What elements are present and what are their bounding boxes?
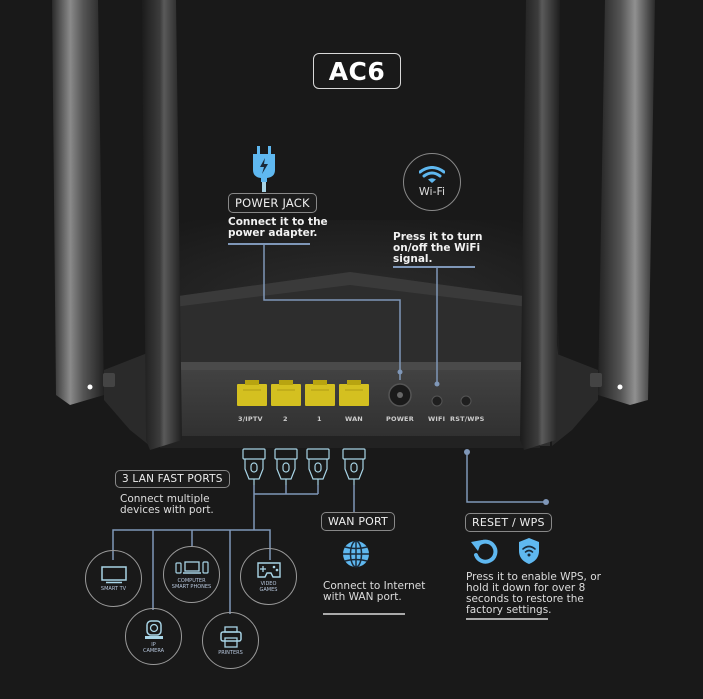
power-jack-underline (228, 243, 310, 245)
reset-wps-underline (466, 618, 548, 620)
port-label-2: 2 (283, 415, 288, 423)
reset-wps-tag: RESET / WPS (465, 513, 552, 532)
wan-description: Connect to Internet with WAN port. (323, 581, 425, 603)
wifi-desc-line2: on/off the WiFi (393, 242, 481, 254)
device-smart-tv: SMART TV (85, 550, 142, 607)
wan-underline (323, 613, 405, 615)
reset-wps-description: Press it to enable WPS, or hold it down … (466, 572, 601, 616)
port-label-rst-wps: RST/WPS (450, 415, 485, 423)
power-jack-description: Connect it to the power adapter. (228, 217, 328, 239)
device-label: IP CAMERA (143, 642, 164, 654)
camera-icon (144, 619, 163, 639)
wan-port-tag: WAN PORT (321, 512, 395, 531)
device-label: SMART TV (100, 585, 127, 592)
ethernet-ports (237, 380, 369, 406)
device-label: COMPUTER SMART PHONES (172, 578, 211, 590)
reset-arrow-icon (470, 538, 498, 568)
reset-wps-desc-line4: factory settings. (466, 604, 552, 616)
device-label-line1: IP (151, 641, 156, 648)
wifi-icon-circle: Wi-Fi (403, 153, 461, 211)
port-label-wan: WAN (345, 415, 363, 423)
device-label-line2: CAMERA (142, 647, 165, 654)
wifi-desc-line1: Press it to turn (393, 231, 483, 243)
lan-description: Connect multiple devices with port. (120, 494, 214, 516)
reset-wps-desc-line1: Press it to enable WPS, or (466, 571, 601, 583)
device-label-line1: VIDEO (260, 580, 277, 587)
port-label-wifi: WIFI (428, 415, 446, 423)
power-jack-desc-line2: power adapter. (228, 227, 318, 239)
port-label-power: POWER (386, 415, 414, 423)
wan-desc-line2: with WAN port. (323, 591, 402, 603)
wifi-icon (419, 166, 445, 183)
port-label-3-iptv: 3/IPTV (238, 415, 263, 423)
wifi-underline (393, 266, 475, 268)
lan-ports-tag: 3 LAN FAST PORTS (115, 470, 230, 488)
reset-wps-desc-line3: seconds to restore the (466, 593, 584, 605)
wifi-icon-label: Wi-Fi (418, 185, 446, 198)
power-plug-icon (250, 146, 278, 196)
device-ip-camera: IP CAMERA (125, 608, 182, 665)
model-badge: AC6 (313, 53, 401, 89)
device-printers: PRINTERS (202, 612, 259, 669)
device-computer-smartphones: COMPUTER SMART PHONES (163, 546, 220, 603)
device-label-line1: COMPUTER (177, 577, 206, 584)
wifi-desc-line3: signal. (393, 253, 433, 265)
printer-icon (219, 625, 242, 648)
wifi-description: Press it to turn on/off the WiFi signal. (393, 232, 482, 265)
computer-phones-icon (174, 560, 209, 574)
device-label: VIDEO GAMES (260, 581, 278, 593)
reset-wps-desc-line2: hold it down for over 8 (466, 582, 586, 594)
device-label-line2: SMART PHONES (171, 583, 212, 590)
device-video-games: VIDEO GAMES (240, 548, 297, 605)
tv-icon (100, 565, 127, 583)
gamepad-icon (256, 561, 281, 578)
device-label: PRINTERS (218, 649, 243, 656)
device-label-line2: GAMES (259, 586, 278, 593)
cable-connectors (242, 448, 366, 485)
lan-desc-line1: Connect multiple (120, 493, 210, 505)
port-label-1: 1 (317, 415, 322, 423)
globe-icon (341, 539, 371, 573)
wps-shield-icon (518, 537, 540, 569)
lan-desc-line2: devices with port. (120, 504, 214, 516)
wan-desc-line1: Connect to Internet (323, 580, 426, 592)
power-jack-tag: POWER JACK (228, 193, 317, 213)
power-jack-desc-line1: Connect it to the (228, 216, 328, 228)
